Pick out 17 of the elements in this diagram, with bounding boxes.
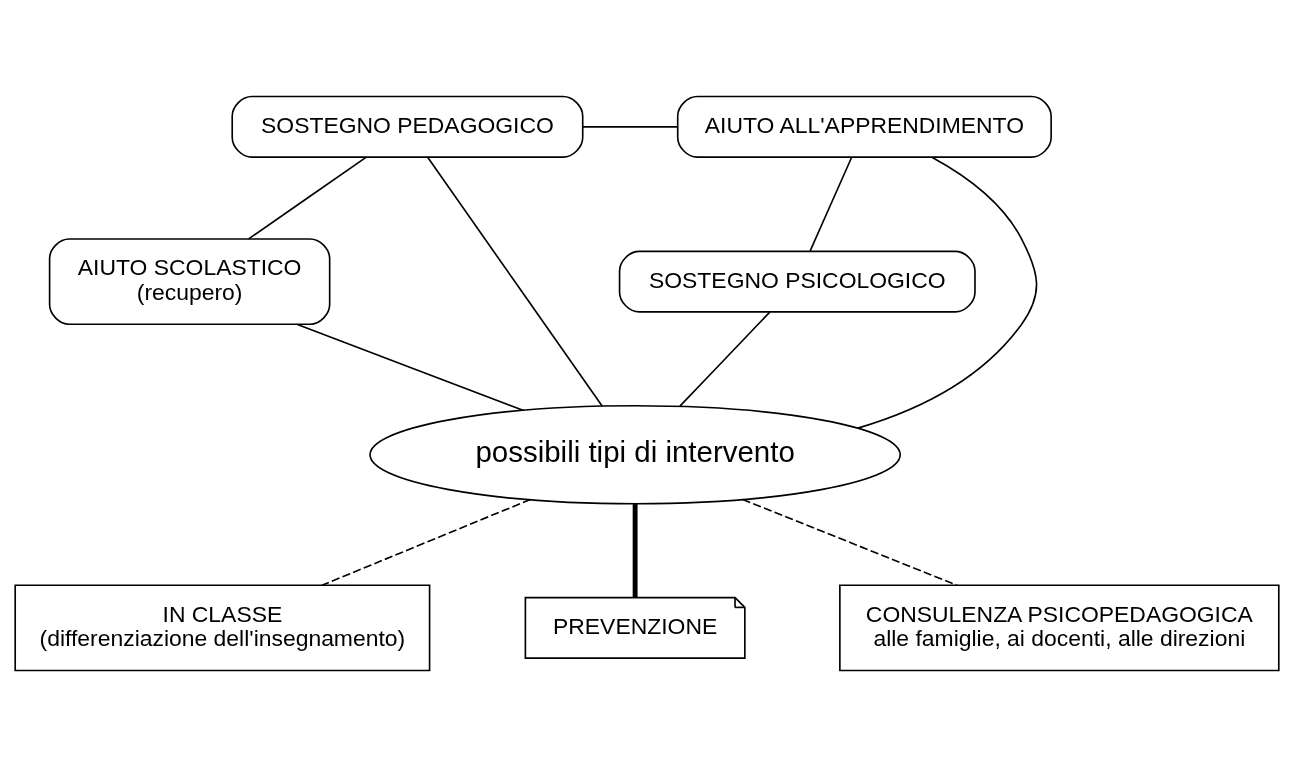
node-ellipse: possibili tipi di intervento — [369, 404, 902, 505]
node-box: SOSTEGNO PEDAGOGICO — [231, 95, 584, 158]
connector — [426, 156, 604, 408]
node-box: AIUTO SCOLASTICO (recupero) — [48, 238, 331, 326]
connector — [857, 156, 1038, 429]
node-box: AIUTO ALL'APPRENDIMENTO — [676, 95, 1052, 158]
node-box: SOSTEGNO PSICOLOGICO — [618, 250, 976, 313]
connector — [741, 498, 958, 587]
connector — [247, 156, 367, 240]
node-box: CONSULENZA PSICOPEDAGOGICA alle famiglie, ai docenti, alle direzioni — [839, 584, 1280, 672]
connector — [296, 323, 525, 412]
connector — [809, 156, 853, 252]
connector — [632, 503, 638, 598]
connector — [321, 498, 532, 587]
node-box: IN CLASSE (differenziazione dell'insegnamento) — [14, 584, 431, 672]
connector — [582, 126, 679, 128]
connector — [679, 311, 771, 407]
